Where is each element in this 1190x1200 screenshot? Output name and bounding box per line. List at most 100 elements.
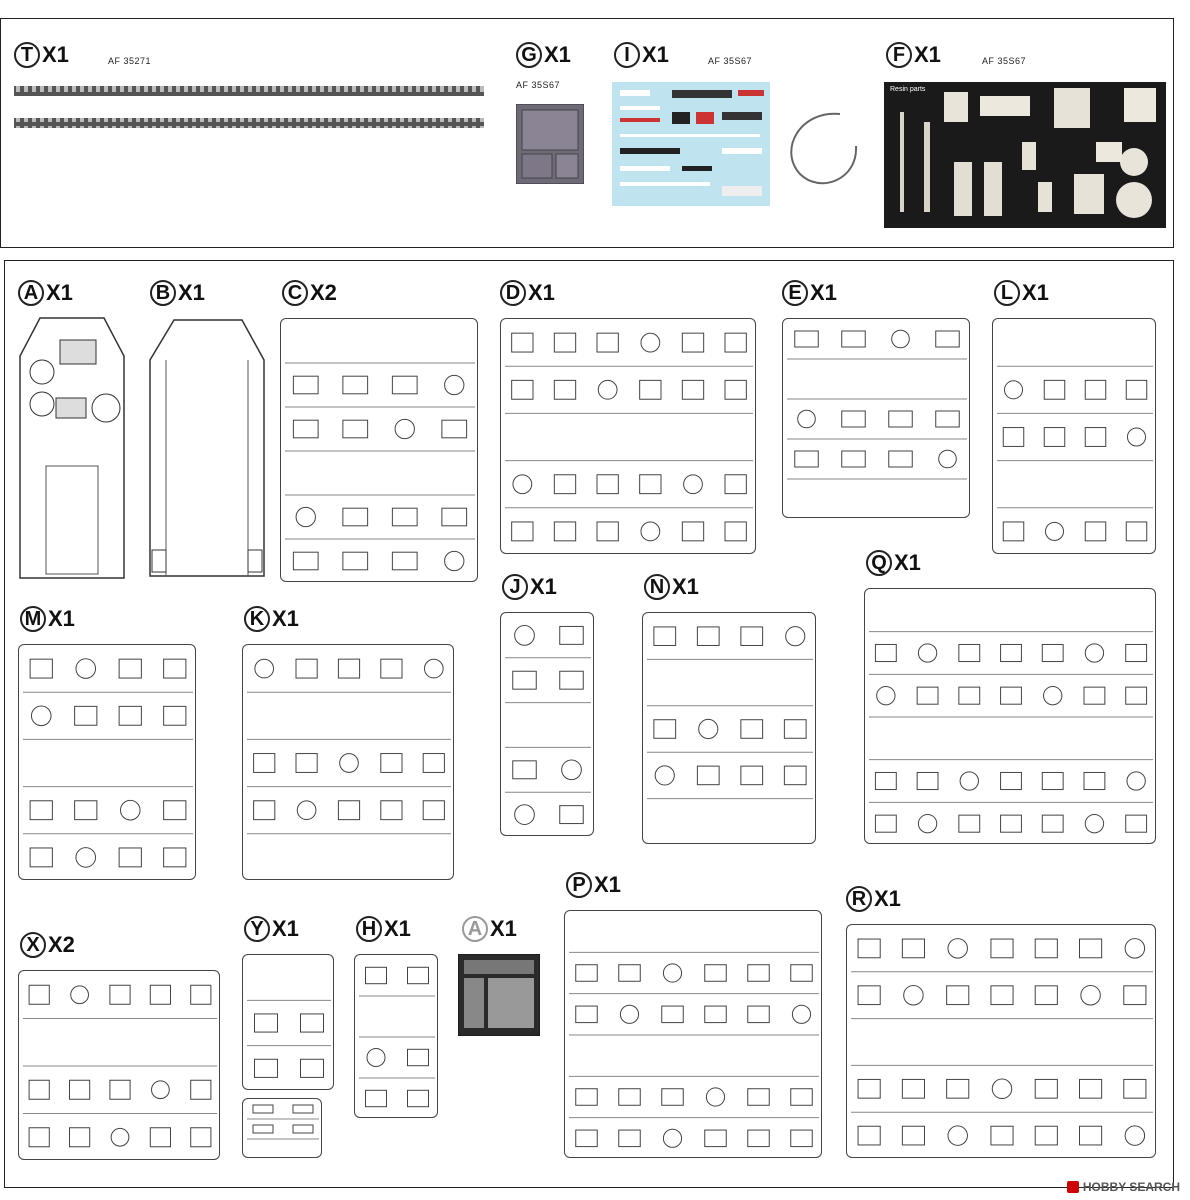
sprue-part	[724, 521, 747, 542]
letter-circle: Q	[866, 550, 892, 576]
wire-part	[790, 112, 858, 185]
sprue-detail-art	[505, 332, 753, 542]
sprue-part	[391, 551, 418, 571]
letter-circle: R	[846, 886, 872, 912]
sprue-part	[342, 507, 369, 527]
sprue-part	[511, 332, 534, 353]
sprue-k	[242, 644, 454, 880]
sprue-y1	[242, 954, 334, 1090]
sprue-part	[553, 474, 577, 495]
sprue-part	[740, 626, 764, 646]
part-label-f: F X1	[886, 42, 941, 68]
sprue-part	[991, 1078, 1013, 1100]
sprue-detail-art	[247, 999, 331, 1078]
watermark-text: HOBBY SEARCH	[1082, 1180, 1180, 1194]
quantity: X1	[42, 42, 69, 67]
sprue-detail-art	[359, 966, 435, 1108]
sprue-part	[958, 814, 981, 833]
sprue-part	[342, 375, 369, 395]
sprue-part	[553, 521, 577, 542]
sprue-part	[561, 759, 582, 781]
sprue-part	[747, 1129, 770, 1148]
quantity: X1	[594, 872, 621, 897]
resin-parts-photo: Resin parts	[884, 82, 1166, 228]
sprue-part	[339, 753, 359, 773]
sprue-part	[946, 1078, 970, 1099]
sprue-part	[422, 800, 445, 821]
sprue-part	[30, 705, 52, 727]
letter-circle: E	[782, 280, 808, 306]
letter-circle: Y	[244, 916, 270, 942]
sprue-part	[916, 771, 939, 791]
sprue-part	[783, 765, 807, 786]
sprue-part	[149, 984, 172, 1005]
part-label-i: I X1	[614, 42, 669, 68]
sprue-part	[724, 379, 747, 400]
sprue-part	[553, 379, 577, 400]
sprue-p	[564, 910, 822, 1158]
sprue-part	[1034, 1125, 1058, 1146]
sprue-part	[618, 1088, 641, 1106]
letter-circle: B	[150, 280, 176, 306]
sprue-part	[29, 658, 53, 679]
sprue-part	[1084, 427, 1107, 447]
sprue-part	[797, 409, 816, 429]
letter-circle: D	[500, 280, 526, 306]
sprue-part	[640, 332, 661, 353]
sprue-part	[342, 419, 369, 439]
sprue-part	[681, 521, 705, 542]
sprue-part	[110, 1127, 130, 1147]
quantity: X1	[810, 280, 837, 305]
sprue-part	[1002, 521, 1025, 542]
quantity: X1	[544, 42, 571, 67]
sprue-part	[254, 1058, 278, 1078]
letter-circle: L	[994, 280, 1020, 306]
letter-circle: X	[20, 932, 46, 958]
sprue-part	[292, 375, 319, 395]
letter-circle: P	[566, 872, 592, 898]
sprue-part	[366, 1047, 386, 1068]
sprue-part	[1123, 985, 1147, 1006]
sprue-part	[916, 686, 939, 705]
sprue-part	[705, 1087, 726, 1107]
sprue-part	[252, 1124, 274, 1134]
sprue-part	[444, 374, 465, 396]
sprue-part	[891, 329, 910, 349]
sprue-part	[597, 379, 618, 400]
sprue-detail-art	[247, 1104, 319, 1140]
sprue-part	[74, 800, 98, 821]
photo-etch-fret-g	[516, 104, 584, 184]
sprue-part	[947, 938, 968, 959]
sprue-part	[337, 800, 361, 821]
sprue-part	[109, 1079, 131, 1100]
sprue-part	[1125, 814, 1148, 833]
sprue-part	[654, 765, 675, 786]
sprue-part	[28, 1079, 50, 1100]
quantity: X1	[272, 606, 299, 631]
letter-circle: A	[462, 916, 488, 942]
sprue-part	[1126, 771, 1146, 791]
part-label-g: G X1	[516, 42, 571, 68]
sprue-part	[876, 685, 896, 706]
quantity: X2	[48, 932, 75, 957]
sprue-part	[70, 985, 89, 1005]
sprue-part	[28, 984, 50, 1005]
resin-parts-image	[900, 88, 1156, 218]
sprue-part	[1123, 1078, 1147, 1099]
sprue-part	[639, 379, 662, 400]
top-frame	[0, 18, 1174, 248]
sprue-part	[1000, 814, 1022, 833]
quantity: X1	[384, 916, 411, 941]
sprue-part	[938, 449, 957, 469]
sprue-part	[785, 626, 806, 647]
sprue-part	[794, 450, 819, 468]
sprue-detail-art	[869, 631, 1153, 834]
sprue-part	[190, 1127, 212, 1148]
sprue-part	[1000, 643, 1022, 663]
sprue-part	[740, 765, 764, 786]
